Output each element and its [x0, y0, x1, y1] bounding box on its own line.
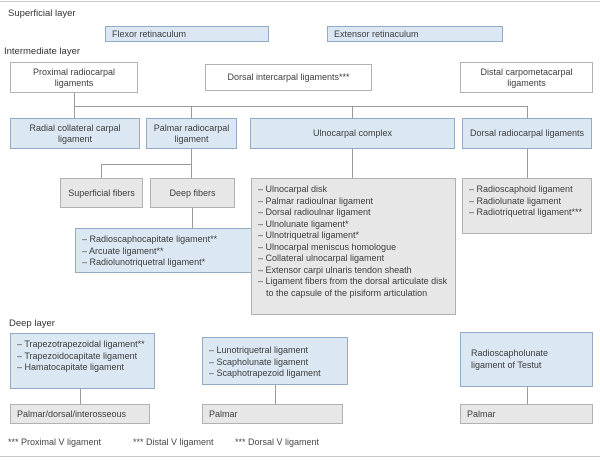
connector-line — [192, 208, 193, 228]
deep-fibers-list-box: – Radioscaphocapitate ligament** – Arcua… — [75, 228, 260, 273]
intermediate-layer-label: Intermediate layer — [4, 46, 81, 57]
flexor-retinaculum-box: Flexor retinaculum — [105, 26, 269, 42]
list-item: – Trapezoidocapitate ligament — [17, 350, 138, 361]
list-item: – Ulnocarpal meniscus homologue — [258, 241, 397, 252]
bottom-rule — [0, 456, 600, 457]
proximal-radiocarpal-box: Proximal radiocarpal ligaments — [10, 62, 138, 93]
radial-collateral-box: Radial collateral carpal ligament — [10, 118, 140, 149]
ulnocarpal-complex-box: Ulnocarpal complex — [250, 118, 455, 149]
connector-line — [352, 149, 353, 178]
palmar-right-box: Palmar — [460, 404, 593, 424]
deep-left-list-box: – Trapezotrapezoidal ligament** – Trapez… — [10, 333, 155, 389]
footnote-distal-v: *** Distal V ligament — [133, 437, 214, 447]
connector-line — [191, 164, 192, 178]
connector-line — [80, 389, 81, 404]
dorsal-intercarpal-box: Dorsal intercarpal ligaments*** — [205, 64, 372, 91]
dorsal-radiocarpal-box: Dorsal radiocarpal ligaments — [462, 118, 592, 149]
list-item: – Radioscaphocapitate ligament** — [82, 234, 218, 244]
deep-layer-label: Deep layer — [9, 318, 55, 329]
list-item: – Scapholunate ligament — [209, 356, 309, 367]
list-item: – Radiolunate ligament — [469, 195, 562, 206]
connector-line — [275, 385, 276, 404]
list-item: – Palmar radioulnar ligament — [258, 195, 374, 206]
extensor-retinaculum-box: Extensor retinaculum — [327, 26, 503, 42]
footnote-dorsal-v: *** Dorsal V ligament — [235, 437, 320, 447]
superficial-layer-label: Superficial layer — [8, 8, 76, 19]
connector-line — [74, 106, 528, 107]
connector-line — [101, 164, 102, 178]
list-item: – Ulnolunate ligament* — [258, 218, 349, 229]
dorsal-radiocarpal-list-box: – Radioscaphoid ligament – Radiolunate l… — [462, 178, 592, 234]
list-item: – Scaphotrapezoid ligament — [209, 368, 321, 378]
connector-line — [527, 106, 528, 118]
palmar-radiocarpal-box: Palmar radiocarpal ligament — [146, 118, 237, 149]
list-item: – Ulnocarpal disk — [258, 184, 328, 194]
top-rule — [0, 1, 600, 2]
connector-line — [527, 387, 528, 404]
connector-line — [191, 106, 192, 118]
connector-line — [191, 149, 192, 164]
list-item: – Radioscaphoid ligament — [469, 184, 573, 194]
list-item: – Hamatocapitate ligament — [17, 362, 125, 372]
list-item: – Dorsal radioulnar ligament — [258, 207, 371, 217]
list-item: – Trapezotrapezoidal ligament** — [17, 339, 145, 349]
connector-line — [527, 149, 528, 178]
list-item: – Radiotriquetral ligament*** — [469, 207, 583, 217]
list-item: – Ulnotriquetral ligament* — [258, 230, 360, 240]
ulnocarpal-list-box: – Ulnocarpal disk – Palmar radioulnar li… — [251, 178, 456, 315]
connector-line — [74, 93, 75, 106]
radioscapholunate-testut-box: Radioscapholunate ligament of Testut — [460, 332, 593, 387]
connector-line — [101, 164, 192, 165]
list-item: – Collateral ulnocarpal ligament — [258, 253, 385, 263]
list-item: – Radiolunotriquetral ligament* — [82, 257, 206, 267]
palmar-middle-box: Palmar — [202, 404, 343, 424]
connector-line — [352, 106, 353, 118]
connector-line — [74, 106, 75, 118]
list-item: – Extensor carpi ulnaris tendon sheath — [258, 264, 412, 275]
list-item: – Ligament fibers from the dorsal articu… — [258, 276, 448, 298]
list-item: – Lunotriquetral ligament — [209, 345, 309, 355]
deep-fibers-box: Deep fibers — [150, 178, 235, 208]
list-item: – Arcuate ligament** — [82, 245, 164, 256]
distal-carpometacarpal-box: Distal carpometacarpal ligaments — [460, 62, 593, 93]
palmar-dorsal-interosseous-box: Palmar/dorsal/interosseous — [10, 404, 150, 424]
footnote-proximal-v: *** Proximal V ligament — [8, 437, 102, 447]
deep-middle-list-box: – Lunotriquetral ligament – Scapholunate… — [202, 337, 348, 385]
superficial-fibers-box: Superficial fibers — [60, 178, 143, 208]
